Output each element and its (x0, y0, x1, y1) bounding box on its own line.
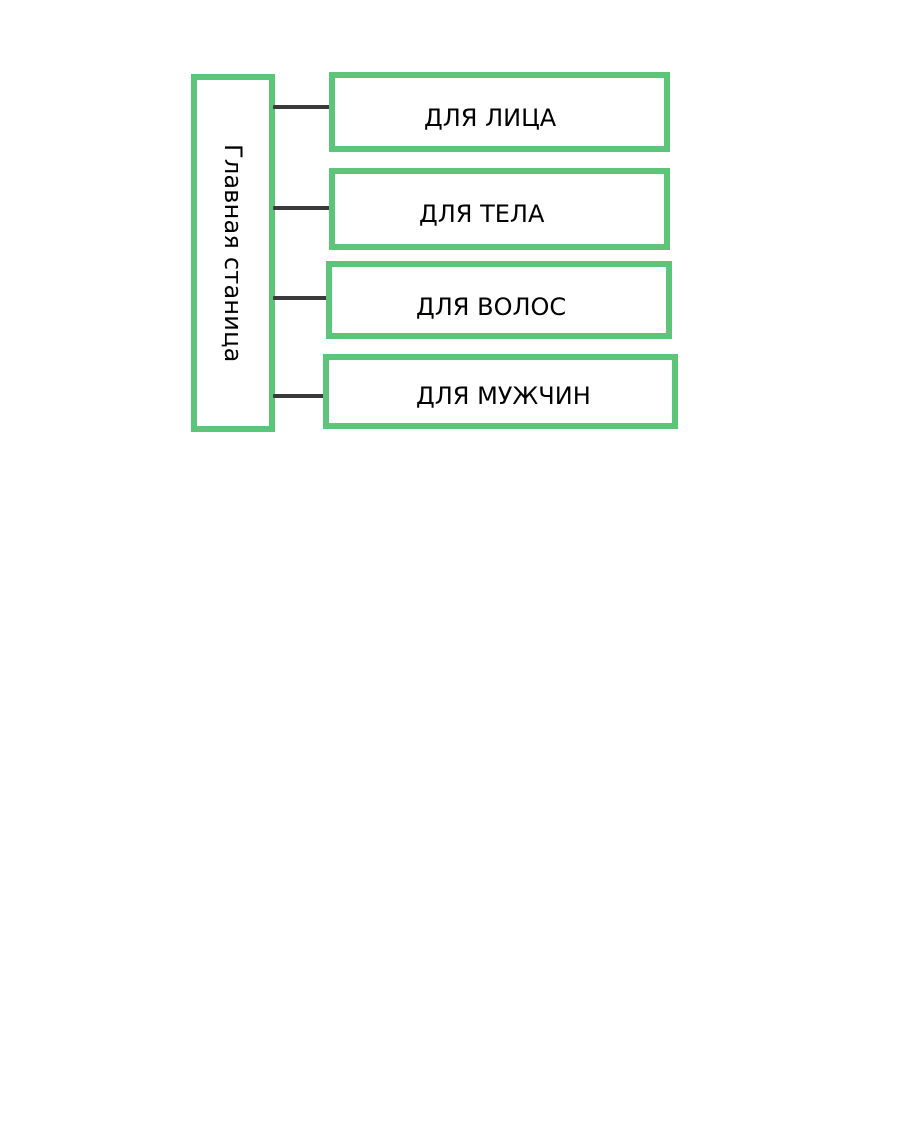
connector-line (273, 206, 332, 210)
child-node-face: ДЛЯ ЛИЦА (329, 72, 670, 152)
child-node-label: ДЛЯ МУЖЧИН (416, 382, 591, 410)
child-node-label: ДЛЯ ВОЛОС (416, 293, 567, 321)
child-node-body: ДЛЯ ТЕЛА (329, 168, 670, 250)
child-node-hair: ДЛЯ ВОЛОС (326, 261, 672, 339)
root-node-label: Главная станица (219, 143, 247, 363)
child-node-label: ДЛЯ ТЕЛА (419, 200, 545, 228)
child-node-label: ДЛЯ ЛИЦА (424, 104, 557, 132)
child-node-men: ДЛЯ МУЖЧИН (323, 354, 678, 429)
root-node: Главная станица (191, 74, 275, 432)
connector-line (273, 394, 326, 398)
connector-line (273, 296, 328, 300)
connector-line (273, 105, 331, 109)
